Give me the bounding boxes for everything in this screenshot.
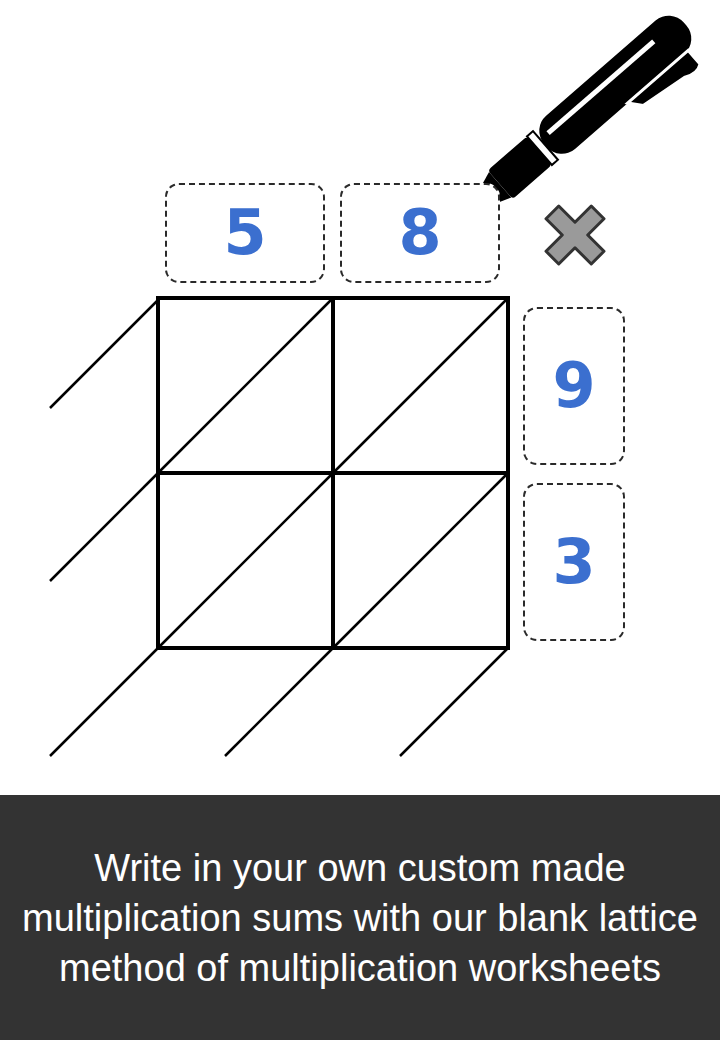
digit-box: 9 [523, 307, 625, 465]
lattice-grid [158, 298, 508, 648]
caption-text: Write in your own custom made multiplica… [15, 843, 705, 993]
digit-box: 5 [165, 183, 325, 283]
digit-text: 9 [552, 355, 595, 417]
digit-text: 5 [223, 202, 266, 264]
digit-box: 8 [340, 183, 500, 283]
digit-text: 3 [552, 531, 595, 593]
digit-box: 3 [523, 483, 625, 641]
times-symbol [530, 190, 621, 281]
digit-text: 8 [398, 202, 441, 264]
lattice-diagonals [50, 298, 508, 756]
